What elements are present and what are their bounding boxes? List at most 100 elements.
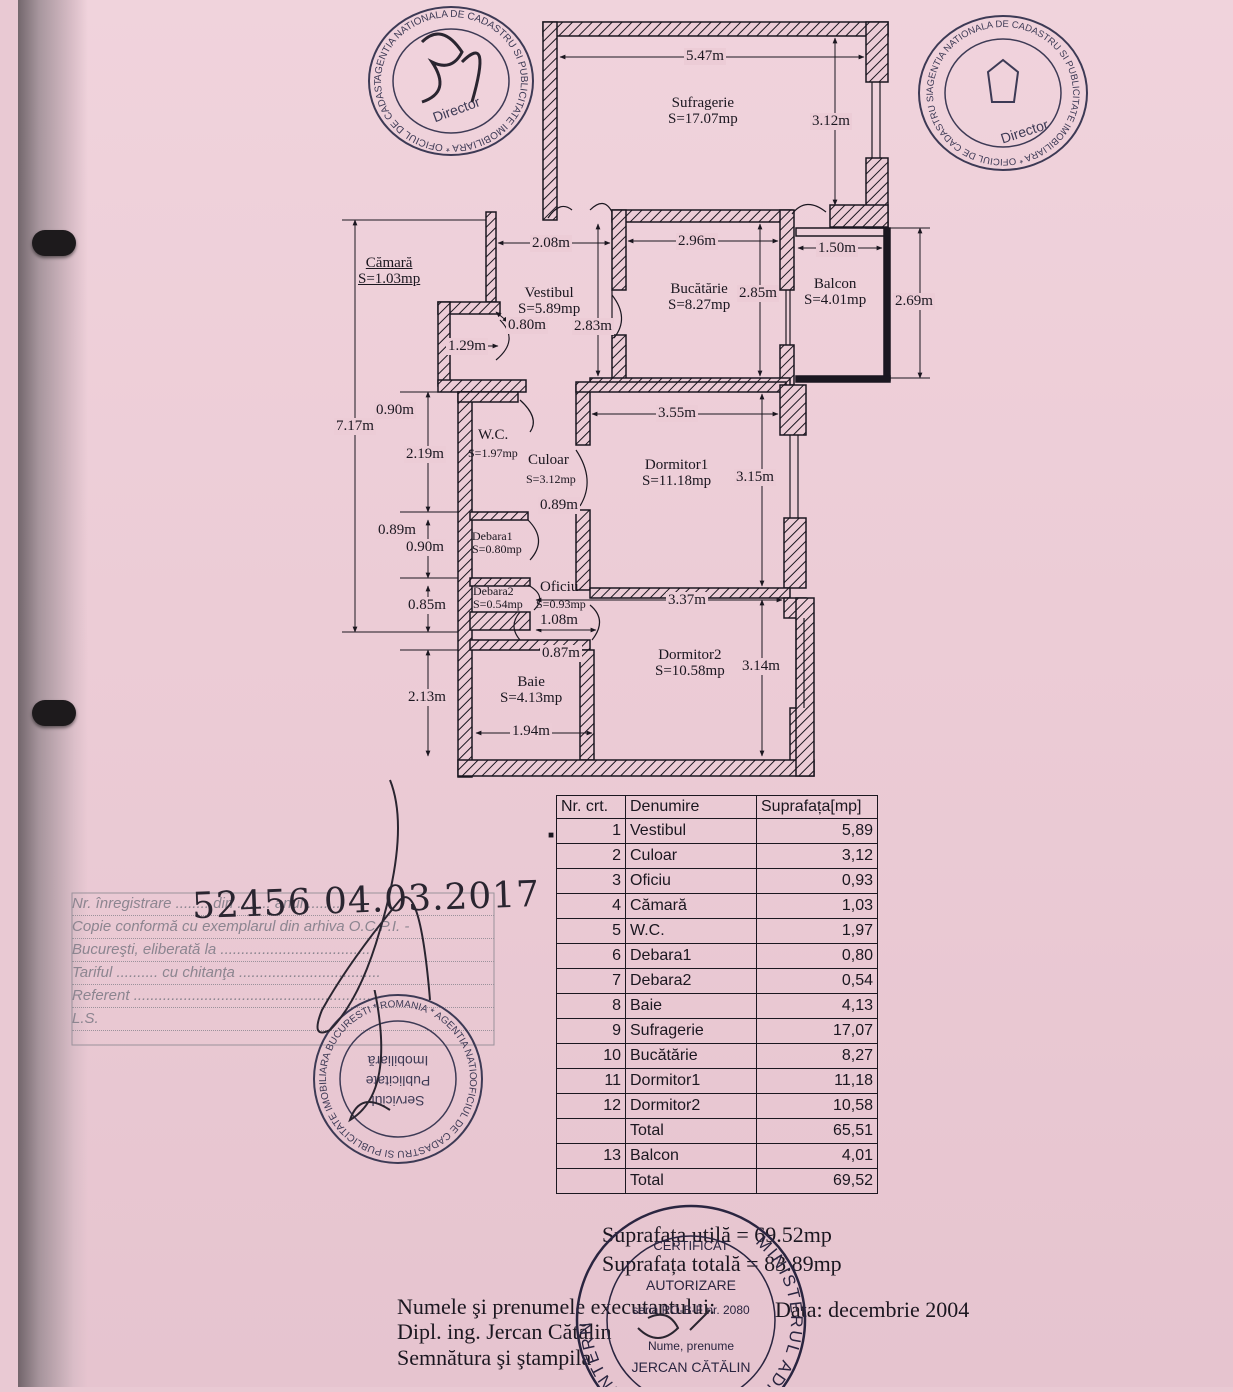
dim-label: 3.14m [740,658,782,675]
dim-label: 5.47m [684,48,726,65]
room-area-wc: S=1.97mp [468,446,518,460]
row-area: 3,12 [756,843,878,869]
row-name: Total [625,1168,757,1194]
table-header: Suprafața[mp] [756,795,878,819]
coat-of-arms-icon [986,58,1020,103]
svg-text:CERTIFICAT: CERTIFICAT [653,1238,728,1253]
svg-text:Serviciul: Serviciul [372,1093,425,1109]
row-area: 8,27 [756,1043,878,1069]
useful-area: Suprafața utilă = 69.52mp [602,1222,832,1247]
row-area: 1,97 [756,918,878,944]
certification-box: Nr. înregistrare ........ din ........ a… [72,893,494,1045]
document-date: Data: decembrie 2004 [775,1297,970,1322]
dim-label: 3.55m [656,405,698,422]
dim-label: 1.29m [446,338,488,355]
row-number: 7 [556,968,626,994]
dim-label: 0.89m [538,497,580,514]
total-area: Suprafața totală = 83.89mp [602,1251,842,1276]
svg-text:Imobiliară: Imobiliară [367,1053,428,1069]
cert-line: Nr. înregistrare ........ din ........ a… [72,893,494,916]
cert-line: Referent ...............................… [72,985,494,1008]
binder-ring [32,230,76,256]
row-number [556,1168,626,1194]
row-name: W.C. [625,918,757,944]
row-name: Cămară [625,893,757,919]
dim-label: 0.90m [404,539,446,556]
dim-label: 2.69m [893,293,935,310]
row-area: 4,13 [756,993,878,1019]
row-name: Debara1 [625,943,757,969]
dim-label: 0.90m [374,402,416,419]
row-number: 4 [556,893,626,919]
svg-text:Nume, prenume: Nume, prenume [648,1339,734,1353]
signature-label: Semnătura şi ştampila [397,1345,592,1370]
dim-label: 3.12m [810,113,852,130]
row-number: 9 [556,1018,626,1044]
dim-label: 7.17m [334,418,376,435]
svg-text:■: ■ [548,830,554,841]
room-area-culoar: S=3.12mp [526,472,576,486]
dim-label: 0.87m [540,645,582,662]
room-label-wc: W.C. [478,427,509,443]
row-area: 0,80 [756,943,878,969]
room-label-oficiu: Oficiu [540,579,579,595]
room-area-oficiu: S=0.93mp [536,597,586,611]
row-area: 69,52 [756,1168,878,1194]
row-number: 2 [556,843,626,869]
stamp-bottom-center: MINISTERUL ADMINISTRAȚIEI ȘI INTERNELOR … [564,1175,810,1392]
cert-line: Bucureşti, eliberată la ................… [72,939,494,962]
dim-label: 2.85m [737,285,779,302]
stamp-bottom-left: OFICIUL DE CADASTRU SI PUBLICITATE IMOBI… [310,969,490,1176]
room-label-culoar: Culoar [528,452,569,468]
dim-label: 1.50m [816,240,858,257]
stamp-top-left: AGENTIA NATIONALA DE CADASTRU SI PUBLICI… [358,0,540,160]
binder-ring [32,700,76,726]
dim-label: 0.85m [406,597,448,614]
stamp-top-right: AGENTIA NATIONALA DE CADASTRU SI PUBLICI… [910,4,1092,174]
dim-label: 2.08m [530,235,572,252]
row-name: Bucătărie [625,1043,757,1069]
dim-label: 2.19m [404,446,446,463]
cert-line: L.S. [72,1008,494,1031]
dim-label: 3.15m [734,469,776,486]
svg-text:seria RO-B-F nr. 2080: seria RO-B-F nr. 2080 [632,1303,750,1317]
dim-label: 1.94m [510,723,552,740]
dim-label: 2.83m [572,318,614,335]
row-name: Debara2 [625,968,757,994]
engineer-name: Dipl. ing. Jercan Cătălin [397,1319,612,1344]
dim-label: 2.13m [406,689,448,706]
row-name: Baie [625,993,757,1019]
dim-label: 3.37m [666,592,708,609]
row-name: Balcon [625,1143,757,1169]
row-number: 11 [556,1068,626,1094]
svg-text:Publicitate: Publicitate [365,1073,430,1089]
table-header: Nr. crt. [556,795,626,819]
dim-label: 1.08m [538,612,580,629]
row-area: 0,54 [756,968,878,994]
row-name: Dormitor1 [625,1068,757,1094]
cert-line: Copie conformă cu exemplarul din arhiva … [72,916,494,939]
dim-label: 2.96m [676,233,718,250]
